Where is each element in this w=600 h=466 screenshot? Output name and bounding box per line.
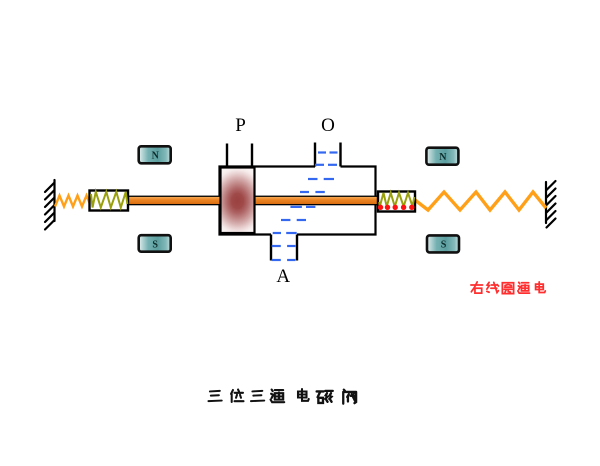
svg-text:P: P [235,115,246,136]
svg-text:N: N [439,152,447,163]
svg-text:S: S [152,239,158,250]
svg-text:O: O [321,115,335,136]
svg-text:N: N [152,151,160,162]
svg-text:S: S [441,240,447,251]
svg-text:A: A [276,266,290,287]
